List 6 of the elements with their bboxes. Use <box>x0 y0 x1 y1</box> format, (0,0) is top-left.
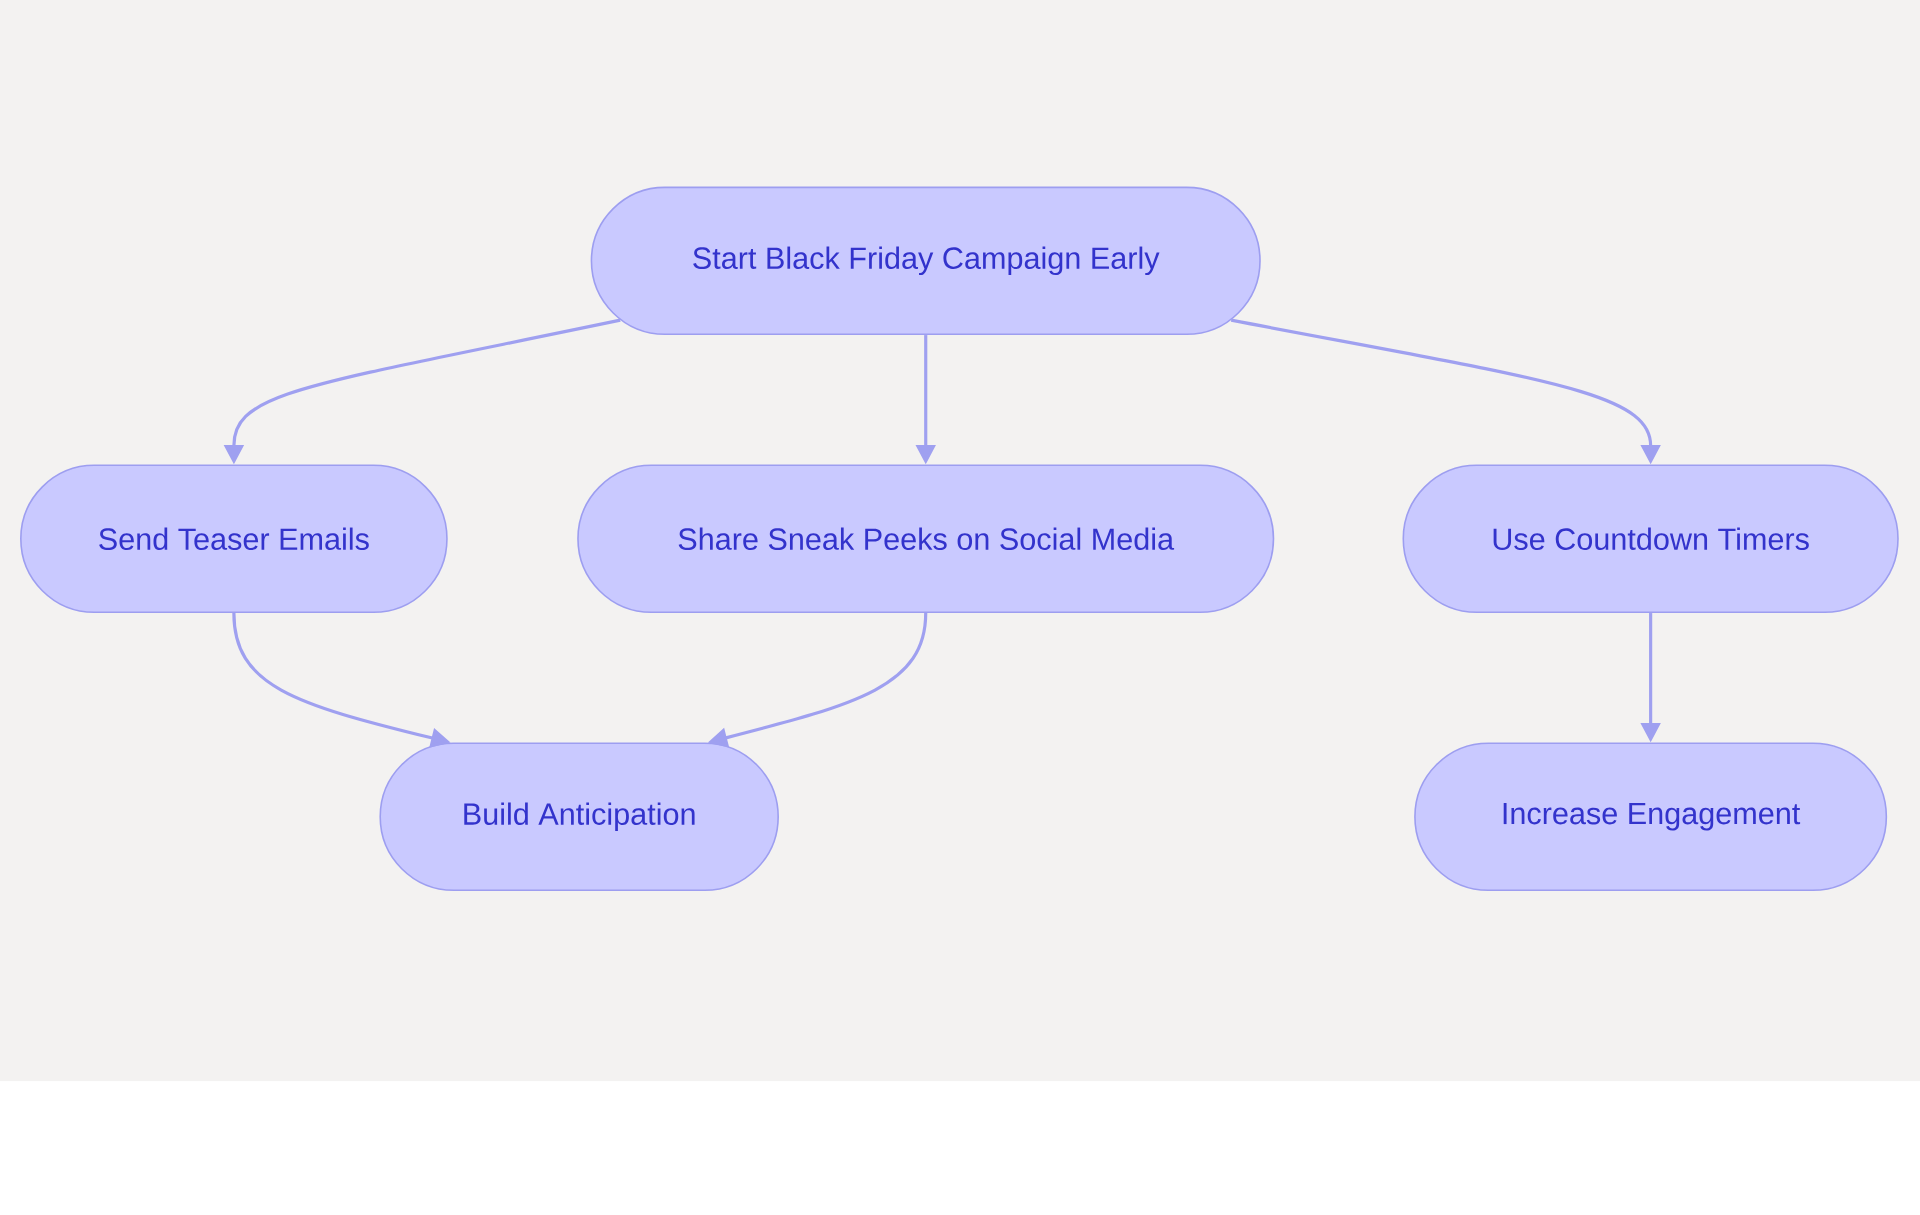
process-box: Share Sneak Peeks on Social Media <box>577 464 1275 614</box>
process-box: Send Teaser Emails <box>20 464 448 614</box>
process-box: Increase Engagement <box>1414 742 1888 892</box>
process-box: Use Countdown Timers <box>1402 464 1899 614</box>
process-box: Start Black Friday Campaign Early <box>590 186 1261 336</box>
process-box: Build Anticipation <box>379 742 779 892</box>
